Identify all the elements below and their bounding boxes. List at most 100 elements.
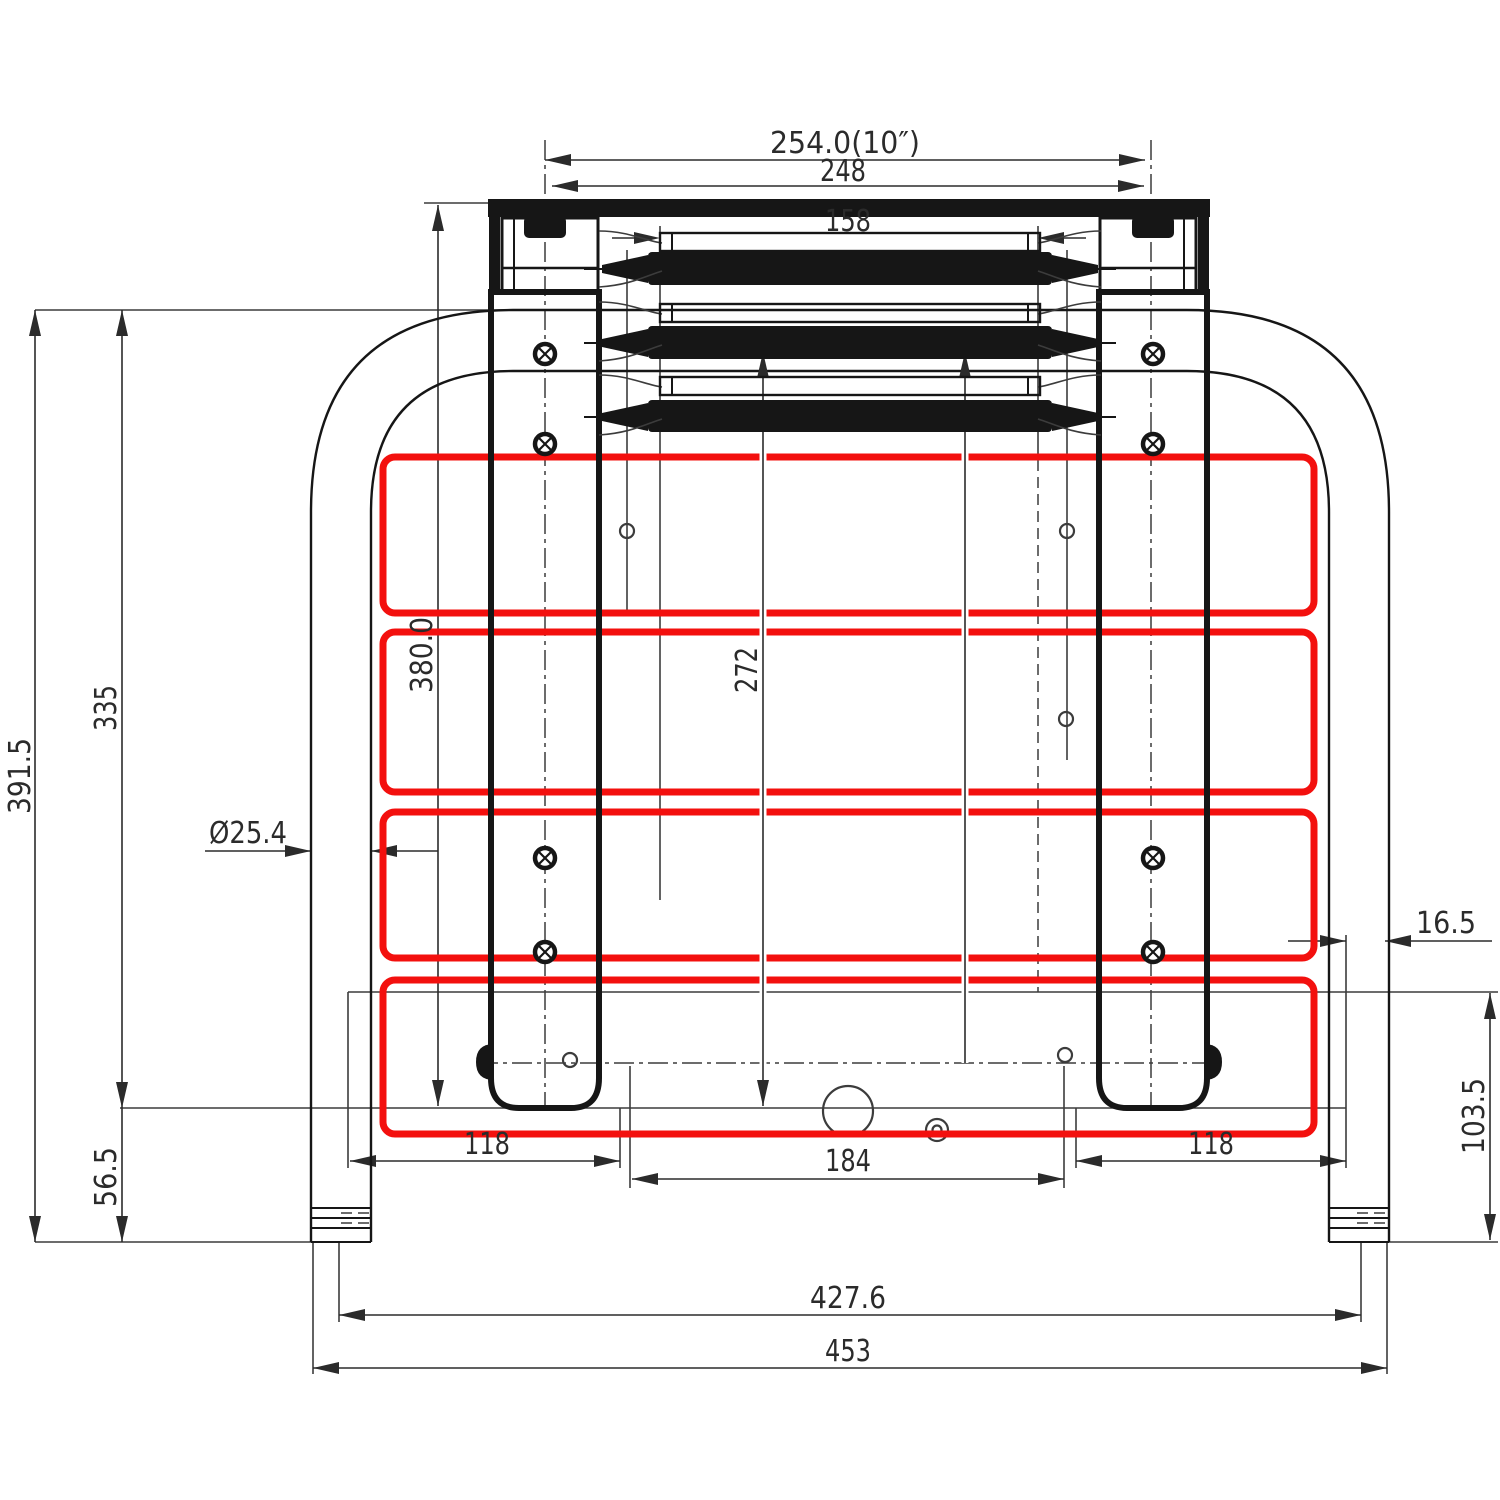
- label-bracket-height: 380.0: [405, 617, 440, 693]
- arrowhead: [1385, 935, 1411, 947]
- tube-inner-wall: [369, 369, 1331, 1242]
- dimension-118-right: [1076, 1155, 1346, 1167]
- arrowhead: [1335, 1309, 1361, 1321]
- label-left-step-offset: 118: [464, 1127, 510, 1162]
- arrowhead: [1320, 1155, 1346, 1167]
- left-pivot-knob: [476, 1044, 494, 1080]
- arrowhead: [1118, 180, 1144, 192]
- spring-curve: [598, 418, 663, 436]
- label-top-outer-width: 254.0(10″): [770, 126, 920, 161]
- rail-bolts: [532, 341, 1166, 965]
- arrowhead: [757, 1080, 769, 1106]
- arrowhead: [1038, 232, 1064, 244]
- right-rail: [1096, 289, 1210, 1111]
- tread-cone-right: [1052, 329, 1098, 357]
- bolt: [1140, 431, 1166, 457]
- dimension-427-6: [339, 1309, 1361, 1321]
- arrowhead: [116, 1216, 128, 1242]
- spring-curve: [1037, 301, 1102, 315]
- arrowhead: [594, 1155, 620, 1167]
- step-highlight-3: [379, 808, 1318, 962]
- label-overall-height: 391.5: [3, 738, 38, 814]
- left-bracket: [500, 216, 600, 294]
- label-right-step-offset: 118: [1188, 1127, 1234, 1162]
- small-hole: [1057, 710, 1075, 728]
- small-hole: [1058, 522, 1076, 540]
- dimension-335-and-56-5: [116, 310, 128, 1242]
- label-tube-diameter: Ø25.4: [209, 816, 287, 851]
- bracket-bolt-head: [1132, 216, 1174, 238]
- step-highlight-2: [379, 628, 1318, 796]
- arrowhead: [29, 1216, 41, 1242]
- arrowhead: [1484, 1214, 1496, 1240]
- arrowhead: [1320, 935, 1346, 947]
- right-pivot-knob: [1204, 1044, 1222, 1080]
- mounting-plate: [488, 199, 1210, 292]
- arrowhead: [757, 352, 769, 378]
- spring-curve: [598, 344, 663, 362]
- small-hole: [1056, 1046, 1074, 1064]
- arrowhead: [313, 1362, 339, 1374]
- step-tread: [648, 326, 1052, 359]
- label-edge-offset: 16.5: [1416, 906, 1476, 941]
- dimension-248: [552, 180, 1144, 192]
- step-tube: [658, 375, 1042, 397]
- arrowhead: [1361, 1362, 1387, 1374]
- step-tube: [658, 231, 1042, 253]
- rivet-outer: [924, 1117, 950, 1143]
- arrowhead: [632, 1173, 658, 1185]
- label-top-inner-width: 248: [820, 154, 866, 189]
- centerlines: [478, 140, 1222, 1108]
- tread-cone-right: [1052, 403, 1098, 431]
- tread-cone-left: [602, 403, 648, 431]
- bolt: [1140, 939, 1166, 965]
- right-bracket: [1098, 216, 1198, 294]
- arrowhead: [545, 154, 571, 166]
- spring-curve: [598, 301, 663, 315]
- drain-hole: [821, 1084, 875, 1138]
- arrowhead: [432, 1080, 444, 1106]
- arrowhead: [116, 310, 128, 336]
- arrowhead: [285, 845, 311, 857]
- bracket-bolt-head: [524, 216, 566, 238]
- arrowhead: [116, 1082, 128, 1108]
- tread-cone-left: [602, 329, 648, 357]
- arrowhead: [350, 1155, 376, 1167]
- arrowhead: [634, 232, 660, 244]
- bolt: [532, 939, 558, 965]
- top-plate: [488, 199, 1210, 217]
- dimension-453: [313, 1362, 1387, 1374]
- arrowhead: [29, 310, 41, 336]
- spring-curve: [1037, 344, 1102, 362]
- arrowhead: [959, 352, 971, 378]
- step-highlight-1: [379, 453, 1318, 617]
- spring-curve: [598, 230, 663, 244]
- bolt: [532, 431, 558, 457]
- arrowhead: [339, 1309, 365, 1321]
- step-tread: [648, 252, 1052, 285]
- bolt: [1140, 845, 1166, 871]
- label-lower-leg-height: 103.5: [1457, 1078, 1492, 1154]
- tube-outer-wall: [309, 308, 1391, 1242]
- small-hole: [561, 1051, 579, 1069]
- spring-curve: [1037, 418, 1102, 436]
- holes-and-details: [561, 522, 1076, 1143]
- spring-curve: [1037, 270, 1102, 288]
- arrowhead: [1038, 1173, 1064, 1185]
- spring-curve: [598, 374, 663, 388]
- dimension-103-5: [1484, 993, 1496, 1240]
- spring-curve: [598, 270, 663, 288]
- label-overall-width: 453: [825, 1334, 871, 1369]
- dimension-391-5: [29, 310, 41, 1242]
- folded-step-1: [584, 230, 1116, 288]
- dimension-labels: 254.0(10″) 248 158 391.5 335 380.0 272 Ø…: [3, 126, 1492, 1369]
- left-rail: [488, 289, 602, 1111]
- label-center-hole-spacing: 184: [825, 1144, 871, 1179]
- bolt: [532, 845, 558, 871]
- arrowhead: [1119, 154, 1145, 166]
- label-mount-hole-span: 427.6: [810, 1281, 886, 1316]
- step-highlights: [379, 453, 1318, 1138]
- dimension-254: [545, 154, 1145, 166]
